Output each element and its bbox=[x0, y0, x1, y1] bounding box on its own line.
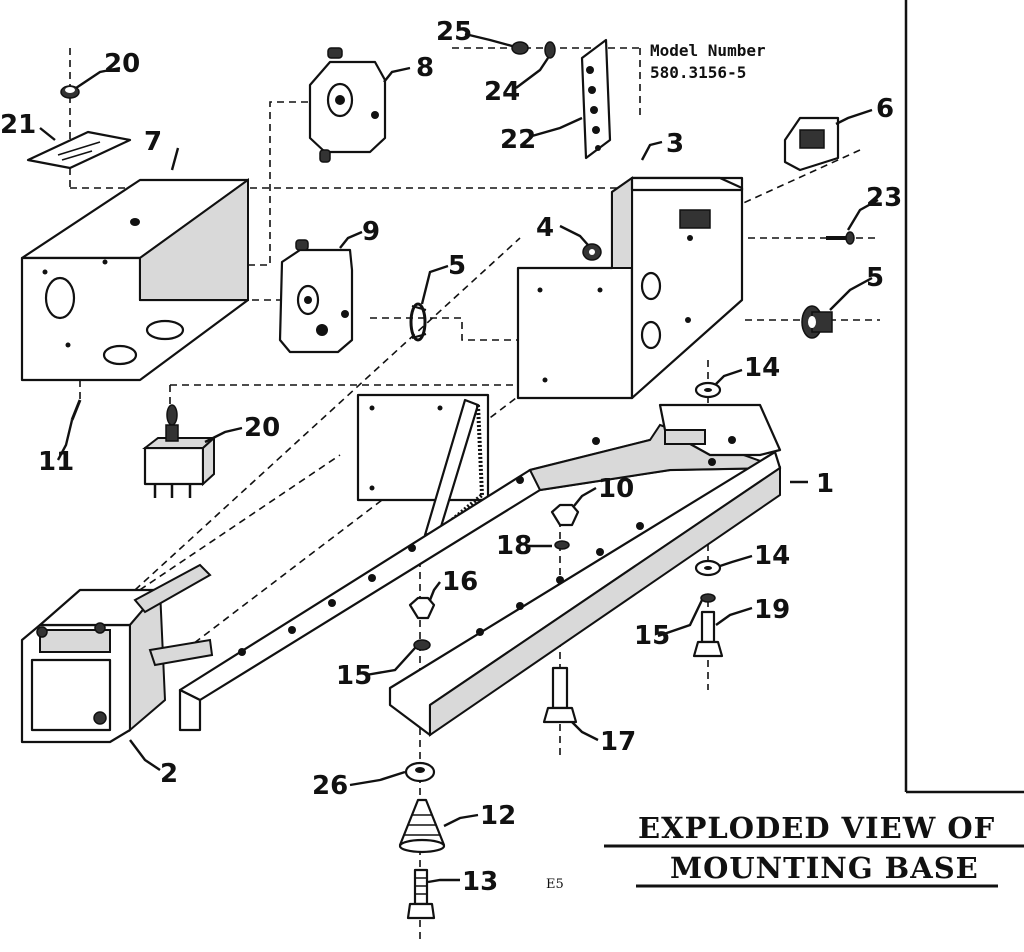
callout-3: 3 bbox=[666, 129, 684, 159]
callout-23: 23 bbox=[866, 183, 902, 213]
callout-15-right: 15 bbox=[634, 621, 670, 651]
part-12-rubber-foot bbox=[398, 798, 446, 854]
callout-5-left: 5 bbox=[448, 251, 466, 281]
part-20-toggle-switch bbox=[142, 404, 217, 498]
part-10-nut bbox=[550, 503, 580, 527]
part-23-screw bbox=[826, 231, 855, 245]
model-number-value: 580.3156-5 bbox=[650, 63, 746, 82]
callout-13: 13 bbox=[462, 867, 498, 897]
diagram-title-line-2: MOUNTING BASE bbox=[670, 851, 979, 885]
callout-19: 19 bbox=[754, 595, 790, 625]
part-16-nut bbox=[408, 596, 436, 620]
callout-9: 9 bbox=[362, 217, 380, 247]
callout-2: 2 bbox=[160, 759, 178, 789]
callout-14-bottom: 14 bbox=[754, 541, 790, 571]
callout-5-right: 5 bbox=[866, 263, 884, 293]
assembly-dashed-lines bbox=[69, 47, 880, 940]
callout-17: 17 bbox=[600, 727, 636, 757]
part-5-retaining-ring bbox=[409, 302, 427, 342]
part-9-switch-block bbox=[278, 239, 354, 354]
callout-21: 21 bbox=[0, 110, 36, 140]
part-20-knob-top bbox=[60, 85, 80, 99]
part-14-washer-bottom bbox=[694, 559, 722, 577]
callout-8: 8 bbox=[416, 53, 434, 83]
part-21-name-plate bbox=[26, 130, 132, 170]
part-15-lockwasher-right bbox=[700, 593, 716, 603]
part-22-terminal-strip bbox=[580, 38, 612, 160]
callout-14-top: 14 bbox=[744, 353, 780, 383]
callout-18: 18 bbox=[496, 531, 532, 561]
callout-22: 22 bbox=[500, 125, 536, 155]
page-code: E5 bbox=[546, 877, 564, 892]
part-24-screw bbox=[544, 41, 556, 59]
part-19-bolt bbox=[692, 610, 724, 658]
part-3-right-housing bbox=[516, 176, 744, 400]
callout-1: 1 bbox=[816, 469, 834, 499]
callout-7: 7 bbox=[144, 127, 162, 157]
callout-24: 24 bbox=[484, 77, 520, 107]
callout-11: 11 bbox=[38, 447, 74, 477]
callout-leaders bbox=[39, 32, 879, 884]
part-6-connector bbox=[783, 116, 840, 172]
part-2-transformer bbox=[20, 563, 214, 744]
callout-numbers: 20 21 7 8 25 24 22 3 6 23 5 9 5 4 14 1 1… bbox=[0, 17, 902, 897]
callout-20-bottom: 20 bbox=[244, 413, 280, 443]
part-13-screw bbox=[406, 868, 436, 920]
callout-4: 4 bbox=[536, 213, 554, 243]
part-4-grommet bbox=[582, 243, 602, 261]
part-14-washer-top bbox=[694, 381, 722, 399]
part-25-nut bbox=[511, 41, 529, 55]
callout-6: 6 bbox=[876, 94, 894, 124]
callout-15-left: 15 bbox=[336, 661, 372, 691]
callout-20-top: 20 bbox=[104, 49, 140, 79]
part-26-nut bbox=[404, 761, 436, 783]
callout-26: 26 bbox=[312, 771, 348, 801]
part-5-bushing bbox=[801, 305, 833, 339]
callout-10: 10 bbox=[598, 474, 634, 504]
part-11-screw bbox=[70, 399, 82, 421]
callout-12: 12 bbox=[480, 801, 516, 831]
part-15-lockwasher-left bbox=[413, 639, 431, 651]
diagram-title-line-1: EXPLODED VIEW OF bbox=[638, 811, 995, 845]
part-7-left-housing bbox=[20, 178, 250, 382]
part-18-washer bbox=[554, 540, 570, 550]
part-17-bolt bbox=[542, 666, 578, 724]
callout-16: 16 bbox=[442, 567, 478, 597]
part-1-mounting-base bbox=[178, 403, 782, 737]
model-number-label: Model Number bbox=[650, 41, 766, 60]
callout-25: 25 bbox=[436, 17, 472, 47]
part-8-switch-block bbox=[308, 47, 387, 163]
